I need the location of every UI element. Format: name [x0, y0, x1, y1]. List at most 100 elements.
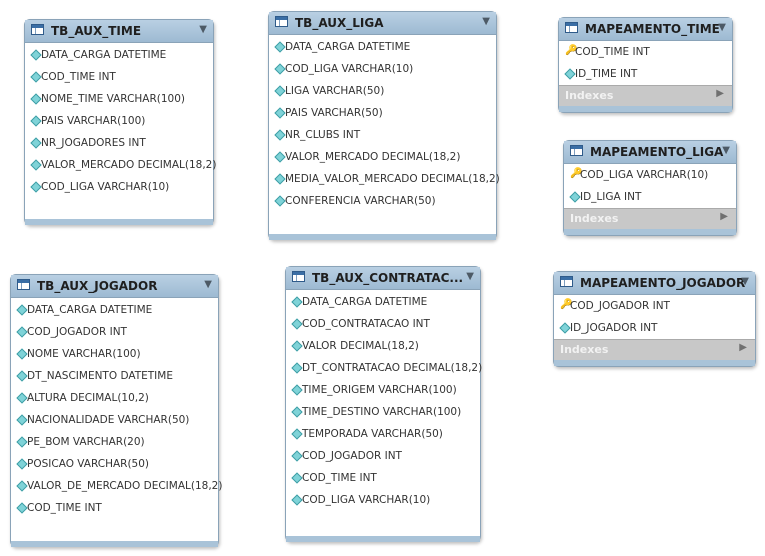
table-footer [559, 106, 732, 112]
table-header[interactable]: TB_AUX_CONTRATAC... ▼ [286, 267, 480, 290]
expand-arrow-icon[interactable]: ▶ [720, 211, 728, 222]
table-icon [292, 271, 305, 282]
column-diamond-icon [30, 159, 42, 171]
column-row[interactable]: DT_NASCIMENTO DATETIME [11, 365, 218, 387]
chevron-down-icon[interactable]: ▼ [482, 16, 490, 27]
indexes-label: Indexes [570, 212, 619, 225]
column-diamond-icon [291, 472, 303, 484]
column-row[interactable]: COD_LIGA VARCHAR(10) [25, 176, 213, 198]
column-row[interactable]: ALTURA DECIMAL(10,2) [11, 387, 218, 409]
column-diamond-icon [291, 406, 303, 418]
table-footer [564, 229, 736, 235]
column-diamond-icon [274, 41, 286, 53]
table-tb-aux-jogador[interactable]: TB_AUX_JOGADOR ▼ DATA_CARGA DATETIME COD… [10, 274, 222, 547]
table-mapeamento-jogador[interactable]: MAPEAMENTO_JOGADOR ▼ 🔑COD_JOGADOR INT ID… [553, 271, 756, 367]
chevron-down-icon[interactable]: ▼ [718, 22, 726, 33]
table-header[interactable]: MAPEAMENTO_TIME ▼ [559, 18, 732, 41]
column-diamond-icon [274, 151, 286, 163]
column-diamond-icon [16, 414, 28, 426]
indexes-section[interactable]: Indexes ▶ [554, 339, 755, 360]
indexes-label: Indexes [565, 89, 614, 102]
column-row[interactable]: ID_TIME INT [559, 63, 732, 85]
column-row[interactable]: 🔑COD_LIGA VARCHAR(10) [570, 168, 709, 182]
table-tb-aux-contratacao[interactable]: TB_AUX_CONTRATAC... ▼ DATA_CARGA DATETIM… [285, 266, 482, 542]
column-row[interactable]: COD_LIGA VARCHAR(10) [269, 58, 496, 80]
table-icon [560, 276, 573, 287]
column-row[interactable]: COD_JOGADOR INT [11, 321, 218, 343]
column-row[interactable]: LIGA VARCHAR(50) [269, 80, 496, 102]
table-icon [31, 24, 44, 35]
column-row[interactable]: NOME_TIME VARCHAR(100) [25, 88, 213, 110]
chevron-down-icon[interactable]: ▼ [722, 145, 730, 156]
chevron-down-icon[interactable]: ▼ [204, 279, 212, 290]
column-row[interactable]: NR_CLUBS INT [269, 124, 496, 146]
table-tb-aux-liga[interactable]: TB_AUX_LIGA ▼ DATA_CARGA DATETIME COD_LI… [268, 11, 500, 240]
table-mapeamento-liga[interactable]: MAPEAMENTO_LIGA ▼ 🔑COD_LIGA VARCHAR(10) … [563, 140, 737, 236]
column-diamond-icon [16, 304, 28, 316]
column-row[interactable]: DATA_CARGA DATETIME [269, 36, 496, 58]
column-row[interactable]: TIME_DESTINO VARCHAR(100) [286, 401, 480, 423]
column-row[interactable]: MEDIA_VALOR_MERCADO DECIMAL(18,2) [269, 168, 500, 190]
table-footer [11, 541, 218, 547]
chevron-down-icon[interactable]: ▼ [466, 271, 474, 282]
expand-arrow-icon[interactable]: ▶ [739, 342, 747, 353]
column-row[interactable]: VALOR_MERCADO DECIMAL(18,2) [269, 146, 496, 168]
table-header[interactable]: MAPEAMENTO_LIGA ▼ [564, 141, 736, 164]
table-header[interactable]: TB_AUX_LIGA ▼ [269, 12, 496, 35]
column-row[interactable]: DATA_CARGA DATETIME [11, 299, 218, 321]
table-icon [565, 22, 578, 33]
column-row[interactable]: VALOR DECIMAL(18,2) [286, 335, 480, 357]
column-diamond-icon [569, 191, 581, 203]
column-row[interactable]: CONFERENCIA VARCHAR(50) [269, 190, 496, 212]
column-diamond-icon [16, 326, 28, 338]
column-row[interactable]: 🔑COD_TIME INT [565, 45, 650, 59]
column-diamond-icon [274, 129, 286, 141]
column-row[interactable]: PAIS VARCHAR(50) [269, 102, 496, 124]
column-row[interactable]: DT_CONTRATACAO DECIMAL(18,2) [286, 357, 482, 379]
column-row[interactable]: NOME VARCHAR(100) [11, 343, 218, 365]
column-diamond-icon [30, 181, 42, 193]
columns-list: 🔑COD_TIME INT ID_TIME INT [559, 41, 732, 85]
column-row[interactable]: DATA_CARGA DATETIME [25, 44, 213, 66]
column-row[interactable]: COD_LIGA VARCHAR(10) [286, 489, 480, 511]
chevron-down-icon[interactable]: ▼ [741, 276, 749, 287]
column-row[interactable]: COD_TIME INT [286, 467, 480, 489]
column-diamond-icon [274, 195, 286, 207]
indexes-section[interactable]: Indexes ▶ [564, 208, 736, 229]
table-header[interactable]: MAPEAMENTO_JOGADOR ▼ [554, 272, 755, 295]
chevron-down-icon[interactable]: ▼ [199, 24, 207, 35]
column-row[interactable]: COD_JOGADOR INT [286, 445, 480, 467]
column-row[interactable]: POSICAO VARCHAR(50) [11, 453, 218, 475]
column-diamond-icon [291, 450, 303, 462]
indexes-section[interactable]: Indexes ▶ [559, 85, 732, 106]
column-row[interactable]: NACIONALIDADE VARCHAR(50) [11, 409, 218, 431]
key-icon: 🔑 [560, 299, 573, 310]
column-diamond-icon [291, 318, 303, 330]
column-row[interactable]: VALOR_DE_MERCADO DECIMAL(18,2) [11, 475, 222, 497]
column-row[interactable]: TIME_ORIGEM VARCHAR(100) [286, 379, 480, 401]
table-footer [25, 219, 213, 225]
column-diamond-icon [291, 296, 303, 308]
column-row[interactable]: VALOR_MERCADO DECIMAL(18,2) [25, 154, 216, 176]
table-header[interactable]: TB_AUX_TIME ▼ [25, 20, 213, 43]
column-row[interactable]: DATA_CARGA DATETIME [286, 291, 480, 313]
column-row[interactable]: ID_JOGADOR INT [554, 317, 755, 339]
column-diamond-icon [274, 63, 286, 75]
column-row[interactable]: PE_BOM VARCHAR(20) [11, 431, 218, 453]
column-row[interactable]: PAIS VARCHAR(100) [25, 110, 213, 132]
column-row[interactable]: ID_LIGA INT [564, 186, 736, 208]
column-row[interactable]: NR_JOGADORES INT [25, 132, 213, 154]
column-diamond-icon [16, 370, 28, 382]
table-header[interactable]: TB_AUX_JOGADOR ▼ [11, 275, 218, 298]
table-mapeamento-time[interactable]: MAPEAMENTO_TIME ▼ 🔑COD_TIME INT ID_TIME … [558, 17, 733, 113]
column-row[interactable]: COD_TIME INT [11, 497, 218, 519]
column-diamond-icon [291, 362, 303, 374]
column-row[interactable]: COD_CONTRATACAO INT [286, 313, 480, 335]
column-row[interactable]: COD_TIME INT [25, 66, 213, 88]
column-diamond-icon [16, 480, 28, 492]
column-diamond-icon [16, 458, 28, 470]
table-tb-aux-time[interactable]: TB_AUX_TIME ▼ DATA_CARGA DATETIME COD_TI… [24, 19, 216, 225]
expand-arrow-icon[interactable]: ▶ [716, 88, 724, 99]
column-row[interactable]: 🔑COD_JOGADOR INT [560, 299, 670, 313]
column-row[interactable]: TEMPORADA VARCHAR(50) [286, 423, 480, 445]
